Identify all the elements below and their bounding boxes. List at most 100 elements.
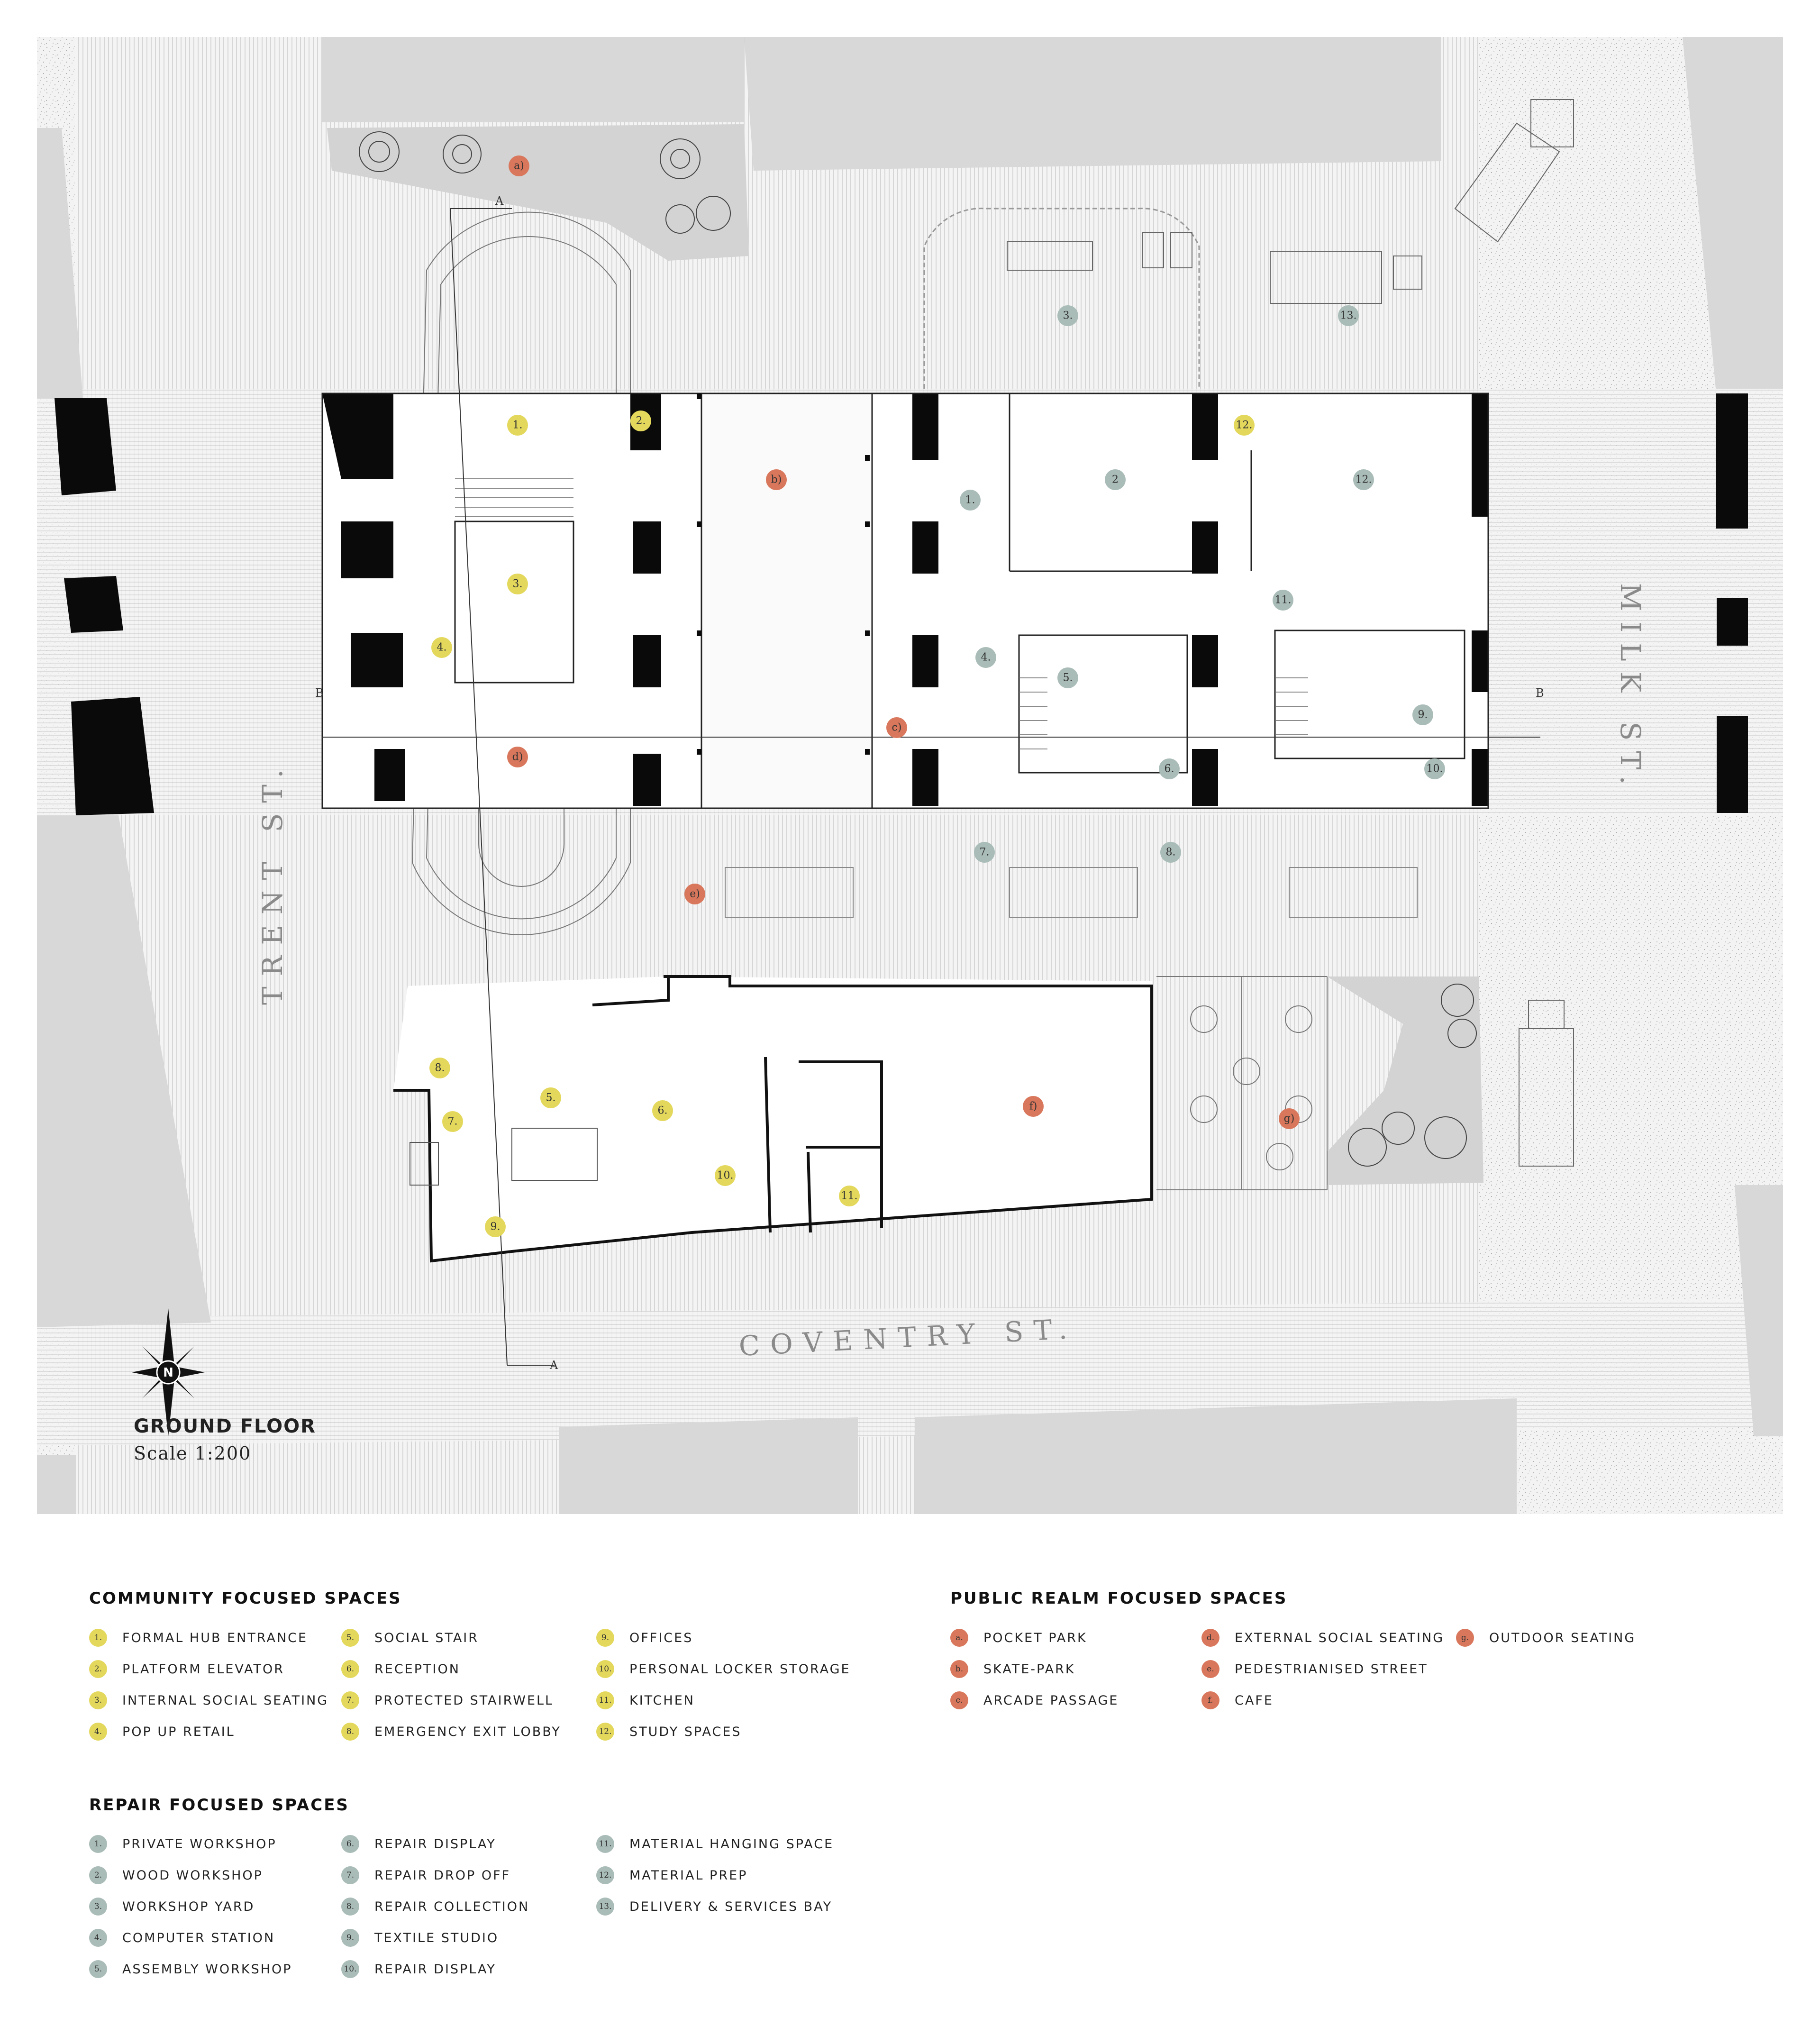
legend-number: 7. <box>341 1691 359 1709</box>
legend-item-community: 7. PROTECTED STAIRWELL <box>341 1691 554 1710</box>
plan-tag-community: 5. <box>540 1087 561 1108</box>
plan-tag-community: 10. <box>715 1165 736 1186</box>
plan-tag-label: 12. <box>1236 420 1253 431</box>
plan-tag-label: 9. <box>491 1221 500 1233</box>
legend-number: 12. <box>596 1866 614 1884</box>
plan-tag-label: 7. <box>980 847 990 858</box>
plan-tag-label: 8. <box>435 1062 445 1074</box>
legend-item-repair: 8.REPAIR COLLECTION <box>341 1897 529 1916</box>
legend-number: 6. <box>341 1835 359 1853</box>
plan-tag-label: 12. <box>1356 474 1372 486</box>
plan-tag-label: 9. <box>1418 709 1428 721</box>
legend-title-repair: REPAIR FOCUSED SPACES <box>89 1796 349 1815</box>
plan-tag-label: a) <box>514 160 524 172</box>
legend-label: INTERNAL SOCIAL SEATING <box>122 1693 329 1708</box>
legend-number: 7. <box>341 1866 359 1884</box>
plan-tag-community: 1. <box>507 415 528 436</box>
legend-number: f. <box>1201 1691 1219 1709</box>
legend-label: POCKET PARK <box>983 1630 1087 1645</box>
plan-tag-dot <box>1105 469 1126 490</box>
plan-tag-dot <box>485 1216 506 1237</box>
plan-tag-public: g) <box>1279 1108 1300 1129</box>
plan-tag-community: 3. <box>507 574 528 594</box>
plan-tag-repair: 2 <box>1105 469 1126 490</box>
legend-number: 10. <box>341 1960 359 1978</box>
legend-label: SOCIAL STAIR <box>374 1630 479 1645</box>
plan-tag-label: 6. <box>1165 763 1174 775</box>
legend-number: c. <box>950 1691 968 1709</box>
plan-tag-label: 11. <box>1275 594 1292 606</box>
plan-tag-repair: 9. <box>1412 704 1433 725</box>
plan-tag-label: f) <box>1029 1101 1037 1113</box>
legend-item-public: e.PEDESTRIANISED STREET <box>1201 1660 1428 1679</box>
plan-title: GROUND FLOOR <box>134 1415 316 1437</box>
legend-number: 10. <box>596 1660 614 1678</box>
workshop-yard-fence <box>923 208 1200 389</box>
neighbouring-buildings <box>37 37 1783 1514</box>
plan-tag-label: 10. <box>717 1170 734 1182</box>
trees <box>359 131 1477 1167</box>
legend-item-public: g. OUTDOOR SEATING <box>1456 1628 1636 1647</box>
plan-tag-label: c) <box>892 722 902 734</box>
pocket-park-southeast <box>1327 976 1483 1185</box>
plan-tag-community: 8. <box>429 1058 450 1078</box>
legend-label: SKATE-PARK <box>983 1661 1075 1677</box>
legend-number: 1. <box>89 1629 107 1647</box>
plan-tag-repair: 4. <box>975 647 996 668</box>
legend-number: 8. <box>341 1898 359 1916</box>
section-mark-a-top: A <box>495 194 504 208</box>
legend-number: 3. <box>89 1898 107 1916</box>
plan-tag-dot <box>652 1100 673 1121</box>
legend-item-community: 4.POP UP RETAIL <box>89 1722 235 1741</box>
yard-furniture <box>1007 99 1574 1167</box>
plan-tag-public: d) <box>507 747 528 767</box>
plan-tag-label: 3. <box>513 578 523 590</box>
south-building-floor <box>393 976 1152 1261</box>
plan-tag-dot <box>540 1087 561 1108</box>
legend-label: OUTDOOR SEATING <box>1489 1630 1636 1645</box>
section-lines <box>322 208 1540 1366</box>
planters <box>725 867 1418 918</box>
section-mark-b-right: B <box>1536 686 1544 700</box>
legend-label: PRIVATE WORKSHOP <box>122 1836 277 1852</box>
legend-label: PROTECTED STAIRWELL <box>374 1693 554 1708</box>
plan-tag-repair: 1. <box>960 490 981 511</box>
street-label-trent: TRENT ST. <box>256 759 289 1005</box>
legend-item-repair: 5.ASSEMBLY WORKSHOP <box>89 1960 292 1979</box>
social-stair-block <box>511 1128 598 1181</box>
plan-tag-dot <box>1338 305 1359 326</box>
plan-tag-dot <box>886 717 907 738</box>
plan-tag-dot <box>507 415 528 436</box>
plan-tag-label: 4. <box>981 652 991 664</box>
legend-number: 4. <box>89 1929 107 1947</box>
north-building-outline <box>321 392 1489 809</box>
legend-item-community: 6.RECEPTION <box>341 1660 460 1679</box>
section-mark-b-left: B <box>315 686 324 700</box>
legend-label: MATERIAL PREP <box>629 1868 748 1883</box>
plan-tag-label: 10. <box>1427 763 1443 775</box>
section-mark-a-bottom: A <box>549 1359 558 1372</box>
north-building-walls <box>322 393 1488 806</box>
plan-tag-dot <box>766 469 787 490</box>
plan-tag-label: 13. <box>1340 310 1357 322</box>
legend-item-public: a.POCKET PARK <box>950 1628 1087 1647</box>
legend-number: 6. <box>341 1660 359 1678</box>
plan-tag-repair: 3. <box>1057 305 1078 326</box>
legend-label: REPAIR DROP OFF <box>374 1868 511 1883</box>
legend-label: REPAIR DISPLAY <box>374 1836 496 1852</box>
plan-tag-dot <box>507 574 528 594</box>
legend-number: 9. <box>341 1929 359 1947</box>
north-arrow-label: N <box>163 1366 173 1380</box>
internal-stairs <box>455 478 1308 749</box>
pocket-park-north <box>327 124 749 261</box>
plan-tag-repair: 8. <box>1160 842 1181 863</box>
plan-tag-public: f) <box>1023 1096 1044 1117</box>
plan-tag-label: g) <box>1284 1113 1295 1125</box>
north-arrow-icon: N <box>132 1308 205 1436</box>
plan-tag-label: 1. <box>513 420 523 431</box>
legend-item-community: 1.FORMAL HUB ENTRANCE <box>89 1628 308 1647</box>
legend-number: g. <box>1456 1629 1474 1647</box>
ground-floor-plan: A A B B TRENT ST. MILK ST. COVENTRY ST. … <box>37 37 1783 1514</box>
adjacent-walls <box>55 393 1748 815</box>
legend-item-repair: 11.MATERIAL HANGING SPACE <box>596 1834 834 1853</box>
